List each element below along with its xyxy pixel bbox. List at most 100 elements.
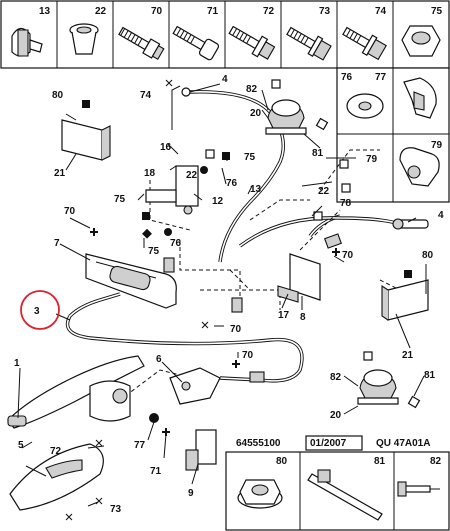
hex-flange-bolt-icon bbox=[342, 26, 387, 61]
callout-76-lower: 76 bbox=[170, 238, 182, 249]
rivet-icon bbox=[397, 481, 440, 497]
callout-71: 71 bbox=[150, 466, 162, 477]
callout-17: 17 bbox=[278, 310, 290, 321]
callout-81-upper: 81 bbox=[312, 148, 324, 159]
callout-16: 16 bbox=[160, 142, 172, 153]
callout-5: 5 bbox=[18, 440, 24, 451]
right-parts-box: 76 77 79 bbox=[336, 67, 450, 203]
cable-connectors bbox=[163, 233, 342, 383]
callout-21-lower: 21 bbox=[402, 350, 414, 361]
bottom-parts-box: 80 81 82 bbox=[225, 451, 450, 531]
reference-date: 01/2007 bbox=[310, 438, 347, 449]
clip-icon bbox=[11, 27, 43, 57]
brake-switch bbox=[185, 429, 217, 471]
cable-clip-icon bbox=[399, 147, 440, 187]
retaining-clip-icon bbox=[403, 77, 437, 119]
screw-icon bbox=[118, 26, 165, 60]
callout-labels: 1 3 4 4 5 6 7 8 9 12 13 16 17 18 20 20 2… bbox=[14, 74, 444, 515]
highlight-circle bbox=[20, 290, 60, 330]
lever-bracket bbox=[85, 253, 177, 309]
callout-74: 74 bbox=[140, 90, 152, 101]
black-square-marker bbox=[404, 270, 412, 278]
marker-symbols bbox=[65, 79, 421, 521]
callout-80-upper: 80 bbox=[52, 90, 64, 101]
callout-20-upper: 20 bbox=[250, 108, 262, 119]
equalizer-bracket bbox=[145, 165, 199, 215]
white-square-marker bbox=[407, 395, 421, 409]
lever-boot bbox=[9, 443, 104, 511]
callout-75-left: 75 bbox=[114, 194, 126, 205]
cable-guide-bracket bbox=[169, 367, 221, 405]
reference-footer: 64555100 01/2007 QU 47A01A bbox=[236, 435, 430, 451]
callout-77: 77 bbox=[134, 440, 146, 451]
callout-78: 78 bbox=[340, 198, 352, 209]
bottom-part-80-label: 80 bbox=[276, 456, 288, 467]
hex-bolt-icon bbox=[286, 26, 332, 61]
white-square-marker bbox=[313, 211, 323, 221]
cable-end-upper bbox=[181, 87, 191, 97]
grommet-icon bbox=[69, 23, 99, 55]
callout-75-lower: 75 bbox=[148, 246, 160, 257]
right-part-79-label: 79 bbox=[431, 140, 443, 151]
callout-76-upper: 76 bbox=[226, 178, 238, 189]
callout-3: 3 bbox=[34, 306, 40, 317]
rubber-mount-lower bbox=[357, 369, 399, 405]
bolt-icon bbox=[172, 25, 220, 61]
leader-lines bbox=[17, 83, 427, 507]
callout-80-lower: 80 bbox=[422, 250, 434, 261]
brake-cables bbox=[65, 90, 401, 383]
callout-82-lower: 82 bbox=[330, 372, 342, 383]
callout-7: 7 bbox=[54, 238, 60, 249]
bottom-part-82-label: 82 bbox=[430, 456, 442, 467]
header-part-13-label: 13 bbox=[39, 6, 51, 17]
white-square-marker bbox=[341, 183, 351, 193]
callout-6: 6 bbox=[156, 354, 162, 365]
black-square-marker bbox=[142, 212, 150, 220]
white-square-marker bbox=[271, 79, 281, 89]
callout-9: 9 bbox=[188, 488, 194, 499]
callout-8: 8 bbox=[300, 312, 306, 323]
callout-4-upper: 4 bbox=[222, 74, 228, 85]
callout-82-upper: 82 bbox=[246, 84, 258, 95]
callout-70-mid: 70 bbox=[230, 324, 242, 335]
callout-81-lower: 81 bbox=[424, 370, 436, 381]
black-circle-marker bbox=[149, 413, 159, 423]
callout-13: 13 bbox=[250, 184, 262, 195]
cable-bracket bbox=[277, 253, 321, 303]
callout-70-right: 70 bbox=[342, 250, 354, 261]
white-square-marker bbox=[205, 149, 215, 159]
callout-79: 79 bbox=[366, 154, 378, 165]
hand-brake-lever bbox=[7, 355, 145, 429]
callout-73: 73 bbox=[110, 504, 122, 515]
flange-bolt-icon bbox=[228, 25, 276, 60]
header-part-72-label: 72 bbox=[263, 6, 275, 17]
callout-21-upper: 21 bbox=[54, 168, 66, 179]
callout-75-upper: 75 bbox=[244, 152, 256, 163]
reference-code: QU 47A01A bbox=[376, 438, 430, 449]
header-part-71-label: 71 bbox=[207, 6, 219, 17]
callout-1: 1 bbox=[14, 358, 20, 369]
header-part-74-label: 74 bbox=[375, 6, 387, 17]
bracket-21-upper bbox=[61, 119, 111, 161]
flange-nut-icon bbox=[237, 479, 283, 509]
header-parts-strip: 13 22 70 71 72 73 74 75 bbox=[0, 0, 450, 69]
callout-72: 72 bbox=[50, 446, 62, 457]
black-circle-marker bbox=[164, 228, 172, 236]
callout-12: 12 bbox=[212, 196, 224, 207]
black-diamond-marker bbox=[142, 228, 152, 239]
reference-number: 64555100 bbox=[236, 438, 281, 449]
white-square-marker bbox=[339, 159, 349, 169]
callout-22-right: 22 bbox=[318, 186, 330, 197]
black-circle-marker bbox=[200, 166, 208, 174]
header-part-75-label: 75 bbox=[431, 6, 443, 17]
white-square-marker bbox=[315, 117, 329, 131]
header-part-70-label: 70 bbox=[151, 6, 163, 17]
black-square-marker bbox=[82, 100, 90, 108]
callout-20-lower: 20 bbox=[330, 410, 342, 421]
white-square-marker bbox=[363, 351, 373, 361]
header-part-73-label: 73 bbox=[319, 6, 331, 17]
cable-tie-icon bbox=[307, 469, 383, 521]
rubber-mount-upper bbox=[265, 99, 307, 135]
callout-18: 18 bbox=[144, 168, 156, 179]
